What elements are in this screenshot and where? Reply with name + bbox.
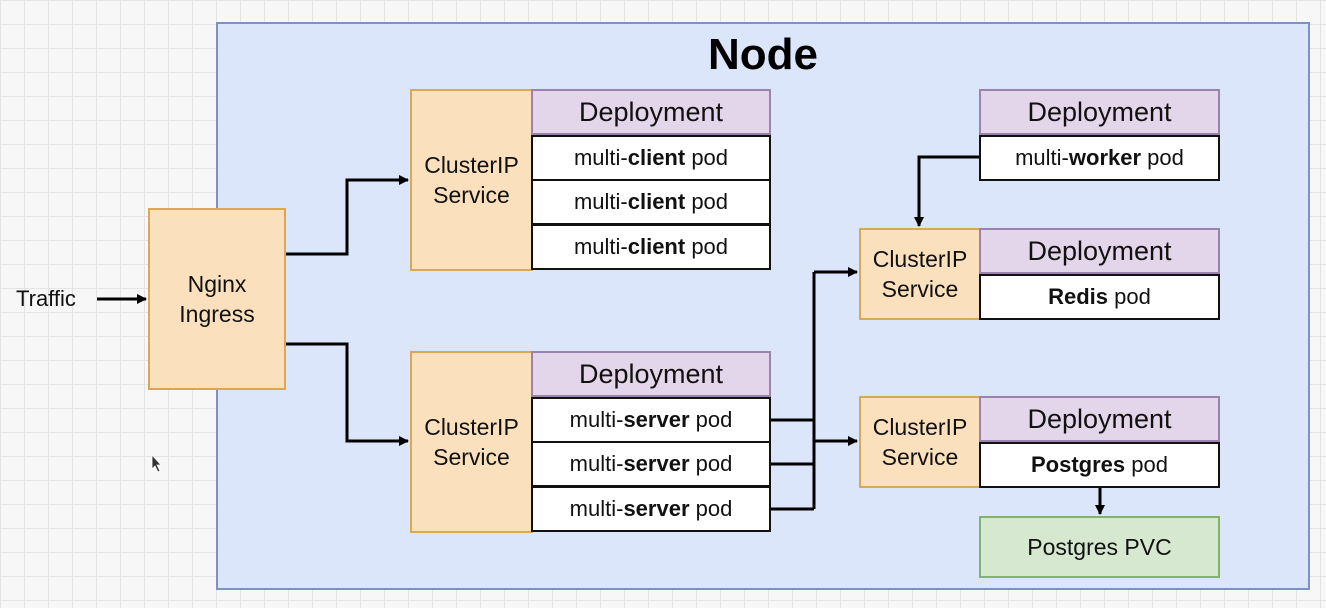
client-pod-3[interactable]: multi-client pod <box>531 224 771 270</box>
client-clusterip-service[interactable]: ClusterIP Service <box>410 89 533 271</box>
redis-deployment-header: Deployment <box>979 228 1220 274</box>
postgres-pvc-box[interactable]: Postgres PVC <box>979 516 1220 578</box>
nginx-ingress-box[interactable]: Nginx Ingress <box>148 208 286 390</box>
postgres-clusterip-service[interactable]: ClusterIP Service <box>859 396 981 488</box>
ingress-to-server-arrow <box>286 342 409 446</box>
server-pod-2[interactable]: multi-server pod <box>531 441 771 487</box>
server-clusterip-service[interactable]: ClusterIP Service <box>410 351 533 533</box>
redis-pod[interactable]: Redis pod <box>979 274 1220 320</box>
postgres-deployment-header: Deployment <box>979 396 1220 442</box>
worker-deployment-header: Deployment <box>979 89 1220 135</box>
cursor-icon <box>151 453 162 473</box>
node-title: Node <box>708 30 818 79</box>
traffic-label: Traffic <box>16 286 76 311</box>
client-deployment-header: Deployment <box>531 89 771 135</box>
redis-clusterip-service[interactable]: ClusterIP Service <box>859 228 981 320</box>
server-deployment-header: Deployment <box>531 351 771 397</box>
ingress-to-client-arrow <box>286 175 409 256</box>
client-pod-1[interactable]: multi-client pod <box>531 135 771 181</box>
server-pod-3[interactable]: multi-server pod <box>531 486 771 532</box>
worker-to-redis-arrow <box>914 155 979 227</box>
postgres-pod[interactable]: Postgres pod <box>979 442 1220 488</box>
worker-pod[interactable]: multi-worker pod <box>979 135 1220 181</box>
server-pod-1[interactable]: multi-server pod <box>531 397 771 443</box>
